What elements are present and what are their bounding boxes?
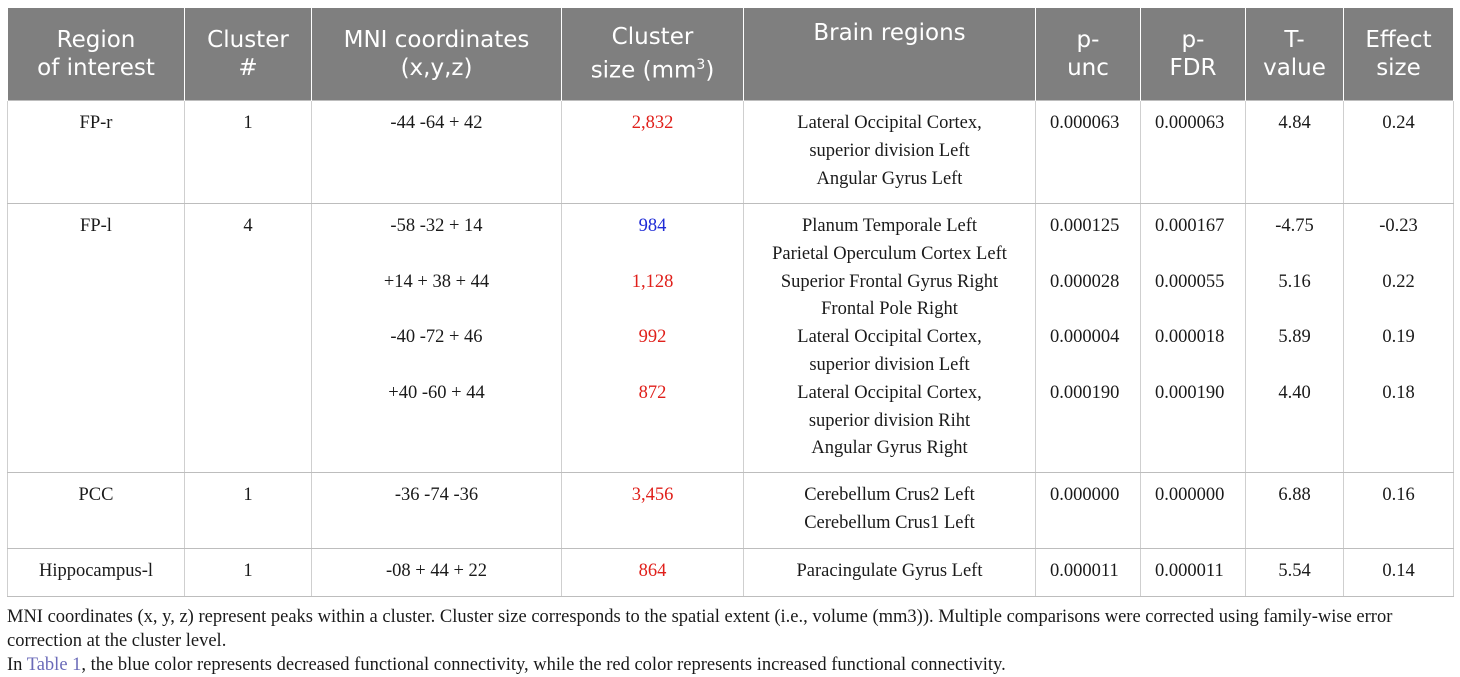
cell-brain-regions: Planum Temporale Left Parietal Operculum… [743,203,1036,473]
cell-effect-size: 0.14 [1343,548,1454,597]
table-1-link[interactable]: Table 1 [26,655,82,675]
cell-t-value: 6.88 [1245,472,1344,549]
cell-cluster: 1 [184,100,312,204]
cell-roi: FP-r [7,100,185,204]
cell-p-unc: 0.000000 [1035,472,1141,549]
cell-brain-regions: Cerebellum Crus2 Left Cerebellum Crus1 L… [743,472,1036,549]
size-increased: 872 [638,382,667,403]
table-footnotes: MNI coordinates (x, y, z) represent peak… [7,605,1447,677]
cell-p-unc: 0.000011 [1035,548,1141,597]
cell-cluster-size: 2,832 [561,100,744,204]
header-t-value: T-value [1245,8,1344,101]
size-increased: 2,832 [631,113,674,133]
table-row: FP-l 4 -58 -32 + 14 +14 + 38 + 44 -40 -7… [7,203,1454,473]
header-cluster-number: Cluster# [184,8,312,101]
table-row: PCC 1 -36 -74 -36 3,456 Cerebellum Crus2… [7,472,1454,549]
header-mni-coordinates: MNI coordinates(x,y,z) [311,8,562,101]
footnote-color-legend: In Table 1, the blue color represents de… [7,655,1006,675]
cell-roi: Hippocampus-l [7,548,185,597]
cell-t-value: 5.54 [1245,548,1344,597]
cell-roi: PCC [7,472,185,549]
cell-cluster: 1 [184,472,312,549]
cell-effect-size: 0.24 [1343,100,1454,204]
cell-brain-regions: Lateral Occipital Cortex, superior divis… [743,100,1036,204]
cell-effect-size: -0.23 0.22 0.19 0.18 [1343,203,1454,473]
size-decreased: 984 [638,216,667,236]
cell-brain-regions: Paracingulate Gyrus Left [743,548,1036,597]
cell-p-unc: 0.000063 [1035,100,1141,204]
cell-cluster-size: 864 [561,548,744,597]
cell-p-fdr: 0.000167 0.000055 0.000018 0.000190 [1140,203,1246,473]
cell-mni: -08 + 44 + 22 [311,548,562,597]
size-increased: 3,456 [631,485,674,505]
cell-cluster-size: 3,456 [561,472,744,549]
cell-cluster: 1 [184,548,312,597]
size-increased: 992 [638,327,667,348]
cell-effect-size: 0.16 [1343,472,1454,549]
cell-cluster-size: 984 1,128 992 872 [561,203,744,473]
cell-p-fdr: 0.000000 [1140,472,1246,549]
cell-mni: -44 -64 + 42 [311,100,562,204]
cell-mni: -36 -74 -36 [311,472,562,549]
cell-p-fdr: 0.000011 [1140,548,1246,597]
header-p-unc: p-unc [1035,8,1141,101]
footnote-mni: MNI coordinates (x, y, z) represent peak… [7,607,1393,651]
header-p-fdr: p-FDR [1140,8,1246,101]
cell-p-unc: 0.000125 0.000028 0.000004 0.000190 [1035,203,1141,473]
size-increased: 864 [638,561,667,581]
cell-t-value: 4.84 [1245,100,1344,204]
cell-cluster: 4 [184,203,312,473]
header-brain-regions: Brain regions [743,8,1036,101]
cell-mni: -58 -32 + 14 +14 + 38 + 44 -40 -72 + 46 … [311,203,562,473]
size-increased: 1,128 [631,271,674,292]
table-row: FP-r 1 -44 -64 + 42 2,832 Lateral Occipi… [7,100,1454,204]
cell-roi: FP-l [7,203,185,473]
cell-p-fdr: 0.000063 [1140,100,1246,204]
cell-t-value: -4.75 5.16 5.89 4.40 [1245,203,1344,473]
table-row: Hippocampus-l 1 -08 + 44 + 22 864 Paraci… [7,548,1454,597]
